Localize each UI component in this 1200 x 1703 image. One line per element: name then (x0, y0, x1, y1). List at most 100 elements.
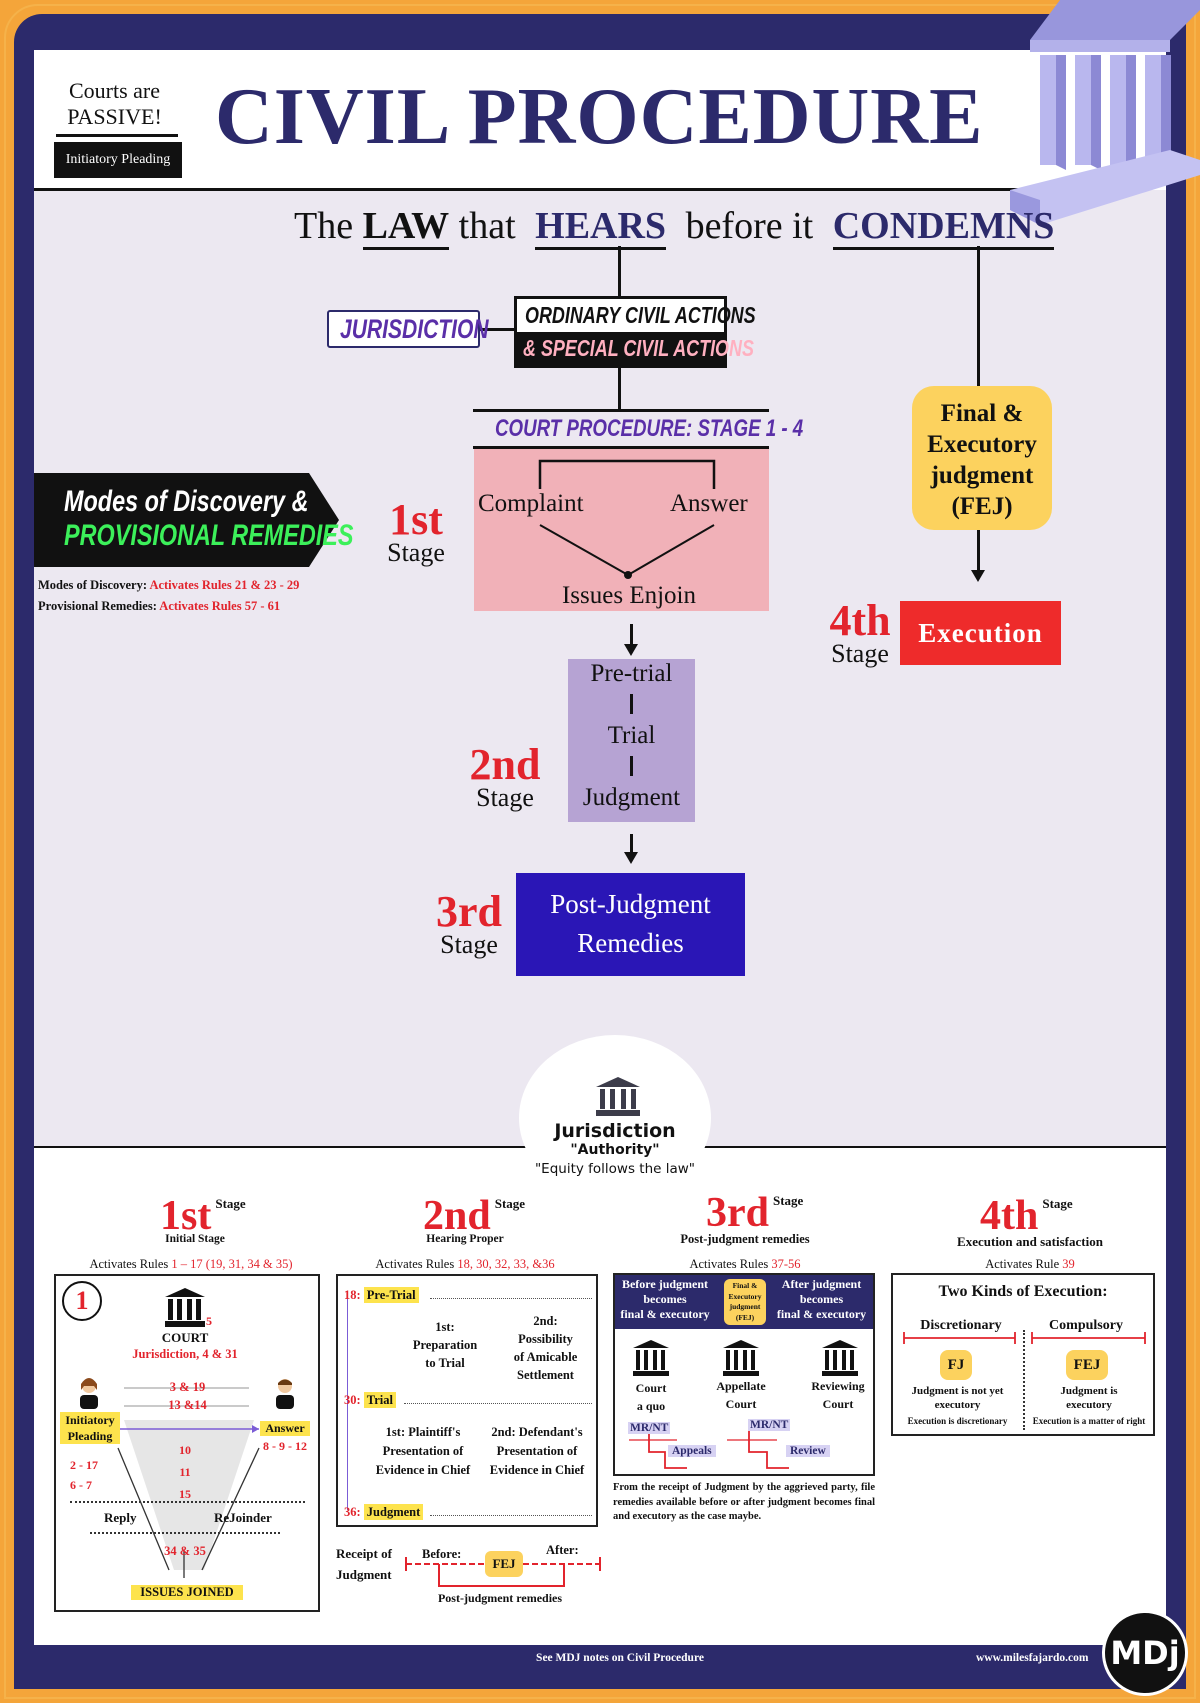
after-j-3: final & executory (776, 1307, 867, 1321)
tagline-before: before it (685, 205, 814, 247)
b-s1-stage: Stage (215, 1196, 246, 1211)
court-procedure-label: COURT PROCEDURE: STAGE 1 - 4 (495, 415, 804, 442)
badge-sub: "Authority" (570, 1142, 660, 1158)
bottom-s3-header: 3rd Stage (706, 1192, 804, 1234)
stage1-box (474, 449, 769, 611)
fej-line-1: Final & (940, 400, 1024, 427)
court-procedure-label-wrap: COURT PROCEDURE: STAGE 1 - 4 (473, 412, 804, 446)
discovery-banner-shape (34, 473, 339, 567)
reviewing-label: Reviewing Court (803, 1377, 873, 1413)
b-s4-activates-label: Activates Rule (985, 1257, 1060, 1271)
b-s4-rules: 39 (1062, 1257, 1075, 1271)
b-s3-rules: 37-56 (771, 1257, 801, 1271)
court-five: 5 (206, 1314, 212, 1328)
poss-4: Settlement (517, 1368, 574, 1382)
jurisdiction-badge (519, 1035, 711, 1201)
trial-judgment-line (630, 756, 633, 776)
arrow-2-line (630, 834, 633, 856)
answer-label: Answer (670, 490, 748, 517)
b-s2-activates-label: Activates Rules (375, 1257, 455, 1271)
connector-jurisdiction (480, 328, 514, 331)
badge-title: Jurisdiction (554, 1120, 676, 1142)
b-s4-sub: Execution and satisfaction (957, 1234, 1103, 1249)
def-1: 2nd: Defendant's (491, 1425, 583, 1439)
courthouse-icon (1010, 0, 1200, 225)
jurisdiction-label: JURISDICTION (340, 314, 489, 344)
footer-site[interactable]: www.milesfajardo.com (976, 1652, 1089, 1664)
prep-3: to Trial (425, 1356, 465, 1370)
pretrial-row: 18: Pre-Trial (344, 1287, 419, 1303)
appellate-2: Court (725, 1397, 757, 1411)
stage1-connectors (538, 459, 716, 579)
left-rules-1: 2 - 17 (70, 1458, 98, 1472)
defendant-evidence: 2nd: Defendant's Presentation of Evidenc… (482, 1423, 592, 1480)
trial-dots (404, 1403, 592, 1404)
stage4-tag: 4th Stage (826, 596, 894, 668)
fej-s3-2: Executory (728, 1291, 762, 1301)
b-s2-num: 2nd (423, 1193, 491, 1239)
receipt-1: Receipt of (336, 1546, 392, 1561)
initiatory-pleading-tag: Initiatory Pleading (60, 1412, 120, 1444)
appellate-1: Appellate (716, 1379, 766, 1393)
tagline: The LAW that HEARS before it CONDEMNS (294, 204, 1055, 250)
fej-s3-1: Final & (732, 1281, 758, 1290)
rejoinder-divider (90, 1532, 280, 1534)
stage4-number: 4th (829, 596, 891, 645)
fej-pill-s3: Final & Executory judgment (FEJ) (724, 1279, 766, 1325)
judgment-tag: Judgment (363, 1504, 424, 1520)
discovery-rules: Modes of Discovery: Activates Rules 21 &… (38, 575, 299, 617)
review-tag: Review (786, 1445, 830, 1457)
left-rules-2: 6 - 7 (70, 1478, 92, 1492)
bottom-s2-header: 2nd Stage (423, 1193, 525, 1239)
passive-underline (56, 134, 178, 137)
fej-line-3: judgment (930, 462, 1034, 489)
stage4-word: Stage (831, 639, 889, 668)
b-s3-activates: Activates Rules 37-56 (630, 1257, 860, 1272)
special-actions-band: & SPECIAL CIVIL ACTIONS (517, 332, 754, 365)
stage3-note: From the receipt of Judgment by the aggr… (613, 1482, 875, 1522)
stage1-word: Stage (387, 538, 445, 567)
appellate-label: Appellate Court (706, 1377, 776, 1413)
jurisdiction-box: JURISDICTION (327, 310, 489, 348)
stage2-timeline (347, 1298, 348, 1510)
prov-value: Activates Rules 57 - 61 (159, 599, 281, 613)
trial-row: 30: Trial (344, 1392, 396, 1408)
rule-30: 30: (344, 1393, 361, 1407)
b-s1-num: 1st (160, 1193, 212, 1239)
b-s3-stage: Stage (773, 1193, 804, 1208)
before-judgment-text: Before judgment becomes final & executor… (615, 1277, 715, 1322)
rule-3-19: 3 & 19 (169, 1380, 206, 1394)
tagline-that: that (458, 205, 516, 247)
post-judgment-line-1: Post-Judgment (550, 889, 711, 919)
def-3: Evidence in Chief (489, 1463, 585, 1477)
fej-pill-s4: FEJ (1066, 1350, 1108, 1380)
tagline-condemns: CONDEMNS (832, 205, 1055, 250)
preparation-block: 1st: Preparation to Trial (400, 1318, 490, 1372)
discovery-banner: Modes of Discovery & PROVISIONAL REMEDIE… (64, 485, 354, 553)
rule-34-35: 34 & 35 (164, 1544, 206, 1558)
stage1-circle: 1 (62, 1281, 102, 1321)
plaintiff-evidence: 1st: Plaintiff's Presentation of Evidenc… (368, 1423, 478, 1480)
aquo-1: Court (635, 1381, 667, 1395)
reply-divider (70, 1501, 305, 1503)
b-s3-sub: Post-judgment remedies (680, 1232, 810, 1246)
before-j-1: Before judgment (621, 1277, 709, 1291)
aquo-2: a quo (636, 1399, 666, 1413)
rule-18: 18: (344, 1288, 361, 1302)
reviewing-court-icon (822, 1340, 858, 1376)
stage2-word: Stage (476, 783, 534, 812)
civil-actions-box: ORDINARY CIVIL ACTIONS & SPECIAL CIVIL A… (514, 296, 756, 368)
execution-box: Execution (900, 601, 1061, 665)
tagline-the: The (294, 205, 354, 247)
poss-2: Possibility (518, 1332, 573, 1346)
rule-36: 36: (344, 1505, 361, 1519)
arrow-fej-line (977, 530, 980, 570)
b-s1-rules: 1 – 17 (19, 31, 34 & 35) (171, 1257, 293, 1271)
pretrial-tag: Pre-Trial (363, 1287, 419, 1303)
issues-enjoin-label: Issues Enjoin (561, 582, 697, 609)
plain-2: Presentation of (382, 1444, 464, 1458)
prov-label: Provisional Remedies: (38, 599, 157, 613)
discovery-title-1: Modes of Discovery & (64, 485, 309, 518)
rule-13-14: 13 &14 (168, 1398, 207, 1412)
